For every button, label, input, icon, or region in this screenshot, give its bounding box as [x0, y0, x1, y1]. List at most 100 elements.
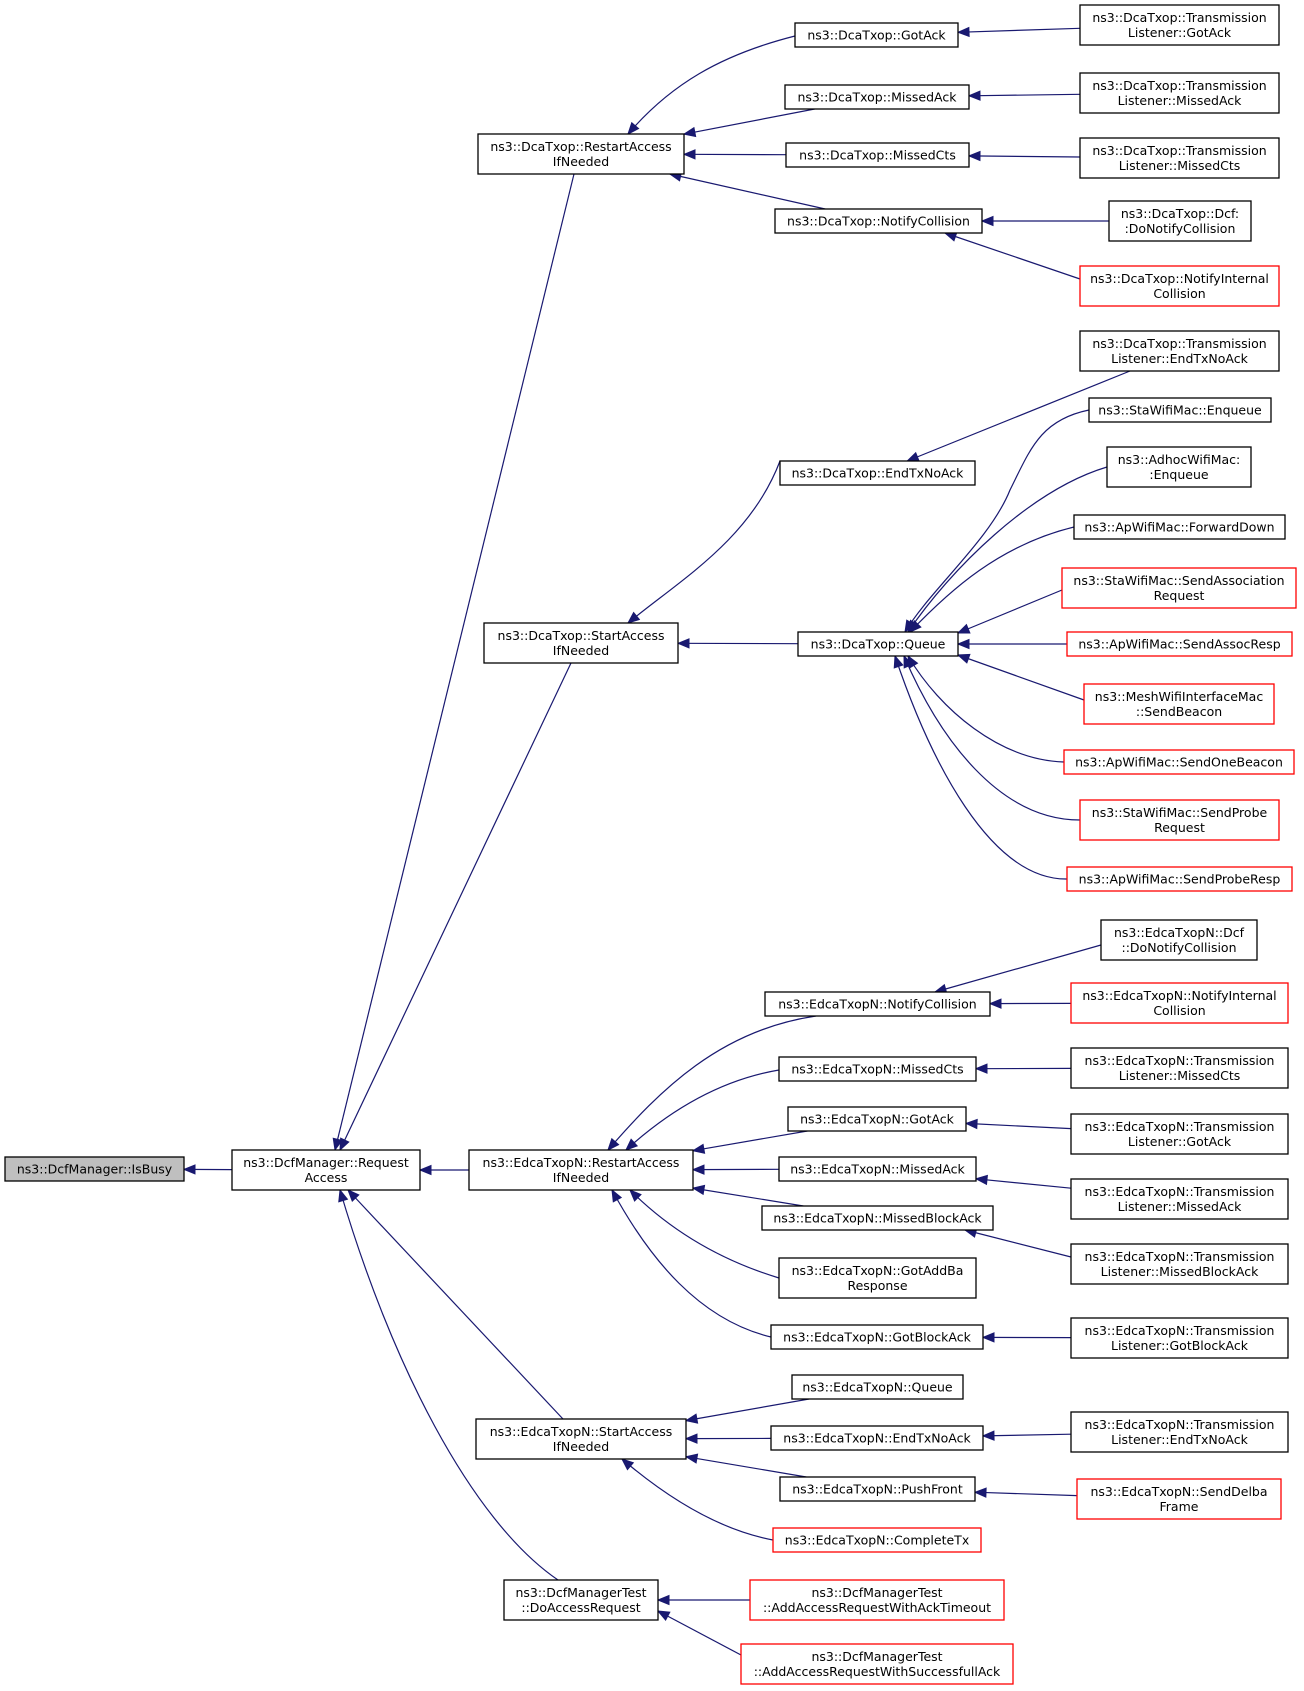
edge-line: [964, 1229, 1072, 1258]
function-node-n9[interactable]: ns3::DcaTxop::MissedCts: [785, 142, 970, 168]
node-box: [468, 1149, 694, 1191]
node-label-line: Listener::MissedBlockAck: [1101, 1264, 1259, 1279]
function-node-n46[interactable]: ns3::EdcaTxopN::TransmissionListener::Mi…: [1070, 1243, 1289, 1285]
node-label-line: ns3::EdcaTxopN::Transmission: [1085, 1417, 1275, 1432]
function-node-n25[interactable]: ns3::DcfManagerTest::AddAccessRequestWit…: [740, 1643, 1014, 1685]
function-node-n24[interactable]: ns3::DcfManagerTest::AddAccessRequestWit…: [749, 1579, 1005, 1621]
function-node-n10[interactable]: ns3::DcaTxop::NotifyCollision: [774, 208, 983, 234]
function-node-n40[interactable]: ns3::ApWifiMac::SendProbeResp: [1066, 866, 1293, 892]
function-node-n47[interactable]: ns3::EdcaTxopN::TransmissionListener::Go…: [1070, 1317, 1289, 1359]
node-label-line: Listener::MissedAck: [1118, 1199, 1243, 1214]
node-label-line: Response: [847, 1278, 907, 1293]
function-node-n16[interactable]: ns3::EdcaTxopN::MissedAck: [778, 1156, 977, 1182]
function-node-n19[interactable]: ns3::EdcaTxopN::GotBlockAck: [770, 1324, 984, 1350]
function-node-n45[interactable]: ns3::EdcaTxopN::TransmissionListener::Mi…: [1070, 1178, 1289, 1220]
call-edge-n43-to-n14: [974, 1063, 1072, 1074]
function-node-n22[interactable]: ns3::EdcaTxopN::PushFront: [779, 1476, 976, 1502]
call-edge-n42-to-n13: [988, 998, 1072, 1009]
function-node-n6[interactable]: ns3::DcfManagerTest::DoAccessRequest: [503, 1579, 659, 1621]
node-label-line: ns3::DcaTxop::EndTxNoAck: [792, 466, 965, 481]
node-box: [784, 84, 970, 110]
function-node-n13[interactable]: ns3::EdcaTxopN::NotifyCollision: [764, 991, 991, 1017]
node-label-line: ns3::DcfManager::Request: [243, 1155, 409, 1170]
call-edge-n23-to-n5: [620, 1458, 774, 1541]
function-node-n26[interactable]: ns3::DcaTxop::TransmissionListener::GotA…: [1079, 4, 1280, 46]
function-node-n27[interactable]: ns3::DcaTxop::TransmissionListener::Miss…: [1079, 72, 1280, 114]
arrow-head: [620, 1458, 635, 1471]
function-node-n34[interactable]: ns3::ApWifiMac::ForwardDown: [1073, 514, 1286, 540]
function-node-n7[interactable]: ns3::DcaTxop::GotAck: [794, 22, 959, 48]
node-label-line: ns3::DcaTxop::NotifyInternal: [1090, 271, 1269, 286]
node-label-line: ns3::EdcaTxopN::Transmission: [1085, 1323, 1275, 1338]
node-label-line: ns3::DcfManagerTest: [515, 1585, 646, 1600]
arrow-head: [684, 1453, 699, 1464]
node-label-line: ::AddAccessRequestWithAckTimeout: [763, 1600, 991, 1615]
node-box: [764, 991, 991, 1017]
function-node-n29[interactable]: ns3::DcaTxop::Dcf::DoNotifyCollision: [1108, 200, 1252, 242]
node-box: [1063, 749, 1295, 775]
function-node-n23[interactable]: ns3::EdcaTxopN::CompleteTx: [772, 1527, 982, 1553]
function-node-n33[interactable]: ns3::AdhocWifiMac::Enqueue: [1106, 446, 1252, 488]
function-node-n11[interactable]: ns3::DcaTxop::EndTxNoAck: [779, 460, 976, 486]
call-edge-n25-to-n6: [656, 1610, 742, 1656]
node-box: [1088, 397, 1272, 423]
call-edge-n20-to-n5: [684, 1398, 810, 1424]
function-node-n48[interactable]: ns3::EdcaTxopN::TransmissionListener::En…: [1070, 1411, 1289, 1453]
function-node-n14[interactable]: ns3::EdcaTxopN::MissedCts: [778, 1056, 977, 1082]
function-node-n21[interactable]: ns3::EdcaTxopN::EndTxNoAck: [770, 1425, 984, 1451]
function-node-n44[interactable]: ns3::EdcaTxopN::TransmissionListener::Go…: [1070, 1113, 1289, 1155]
function-node-n36[interactable]: ns3::ApWifiMac::SendAssocResp: [1066, 631, 1293, 657]
function-node-n15[interactable]: ns3::EdcaTxopN::GotAck: [787, 1106, 967, 1132]
function-node-n37[interactable]: ns3::MeshWifiInterfaceMac::SendBeacon: [1083, 683, 1275, 725]
function-node-n8[interactable]: ns3::DcaTxop::MissedAck: [784, 84, 970, 110]
node-label-line: ns3::EdcaTxopN::Dcf: [1114, 925, 1245, 940]
edge-line: [611, 1189, 772, 1338]
node-label-line: ns3::DcfManager::IsBusy: [17, 1162, 173, 1177]
node-box: [761, 1205, 994, 1231]
function-node-n32[interactable]: ns3::StaWifiMac::Enqueue: [1088, 397, 1272, 423]
function-node-n12[interactable]: ns3::DcaTxop::Queue: [797, 631, 959, 657]
node-label-line: IfNeeded: [553, 154, 609, 169]
function-node-n31[interactable]: ns3::DcaTxop::TransmissionListener::EndT…: [1079, 330, 1280, 372]
edge-line: [903, 655, 1081, 821]
call-edge-n47-to-n19: [981, 1332, 1072, 1343]
node-box: [503, 1579, 659, 1621]
edge-line: [629, 1189, 780, 1279]
node-label-line: ns3::DcaTxop::MissedAck: [798, 90, 958, 105]
call-edge-n40-to-n12: [893, 654, 1068, 880]
function-node-n41[interactable]: ns3::EdcaTxopN::Dcf::DoNotifyCollision: [1100, 919, 1258, 961]
call-edge-n39-to-n12: [903, 654, 1081, 821]
node-label-line: ns3::StaWifiMac::SendProbe: [1092, 805, 1268, 820]
node-label-line: ns3::StaWifiMac::SendAssociation: [1073, 573, 1284, 588]
arrow-head: [893, 654, 904, 669]
function-node-n17[interactable]: ns3::EdcaTxopN::MissedBlockAck: [761, 1205, 994, 1231]
node-label-line: ns3::DcaTxop::MissedCts: [799, 148, 956, 163]
arrow-head: [988, 998, 1002, 1009]
edge-line: [334, 173, 575, 1151]
node-box: [1070, 982, 1289, 1024]
arrow-head: [974, 1174, 988, 1186]
edge-line: [974, 1491, 1078, 1497]
function-node-n20[interactable]: ns3::EdcaTxopN::Queue: [791, 1374, 964, 1400]
call-edge-n14-to-n4: [625, 1069, 780, 1151]
function-node-n43[interactable]: ns3::EdcaTxopN::TransmissionListener::Mi…: [1070, 1047, 1289, 1089]
node-box: [1070, 1411, 1289, 1453]
function-node-n38[interactable]: ns3::ApWifiMac::SendOneBeacon: [1063, 749, 1295, 775]
arrow-head: [684, 1413, 699, 1424]
edge-line: [904, 409, 1090, 633]
edges-layer: [182, 26, 1131, 1656]
node-box: [770, 1425, 984, 1451]
function-node-n28[interactable]: ns3::DcaTxop::TransmissionListener::Miss…: [1079, 137, 1280, 179]
node-box: [778, 1156, 977, 1182]
